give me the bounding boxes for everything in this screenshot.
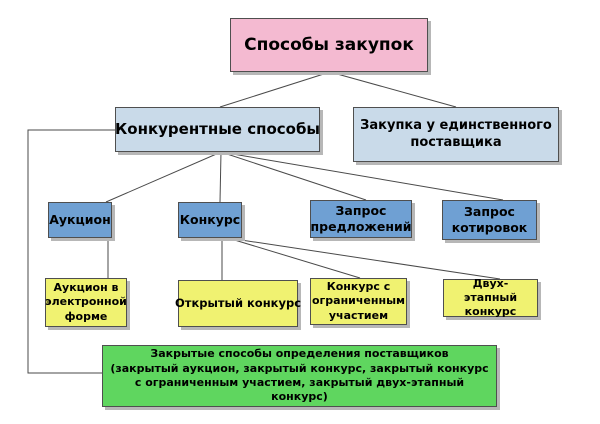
node-request-for-proposals: Запрос предложений bbox=[310, 200, 412, 238]
node-electronic-auction: Аукцион в электронной форме bbox=[45, 278, 127, 327]
connector-tender-limited bbox=[227, 237, 361, 279]
node-limited-participation-tender: Конкурс с ограниченным участием bbox=[310, 278, 407, 325]
connector-tender-twostage bbox=[227, 237, 501, 280]
node-closed-methods-summary: Закрытые способы определения поставщиков… bbox=[102, 345, 497, 407]
connector-competitive-rfp bbox=[220, 151, 367, 201]
connector-competitive-closed bbox=[27, 129, 115, 374]
node-two-stage-tender: Двух-этапный конкурс bbox=[443, 277, 538, 318]
node-tender: Конкурс bbox=[178, 202, 242, 238]
node-open-tender: Открытый конкурс bbox=[175, 280, 301, 327]
connector-competitive-rfq bbox=[220, 151, 504, 201]
node-single-supplier-purchase: Закупка у единственного поставщика bbox=[353, 107, 559, 162]
node-procurement-methods: Способы закупок bbox=[230, 18, 428, 72]
connector-competitive-auction bbox=[105, 151, 222, 203]
connector-root-single-supplier bbox=[329, 71, 457, 108]
node-request-for-quotations: Запрос котировок bbox=[442, 200, 537, 240]
connector-root-competitive bbox=[219, 71, 331, 108]
node-auction: Аукцион bbox=[48, 202, 112, 238]
node-competitive-methods: Конкурентные способы bbox=[115, 107, 320, 152]
connector-competitive-tender bbox=[219, 151, 222, 203]
